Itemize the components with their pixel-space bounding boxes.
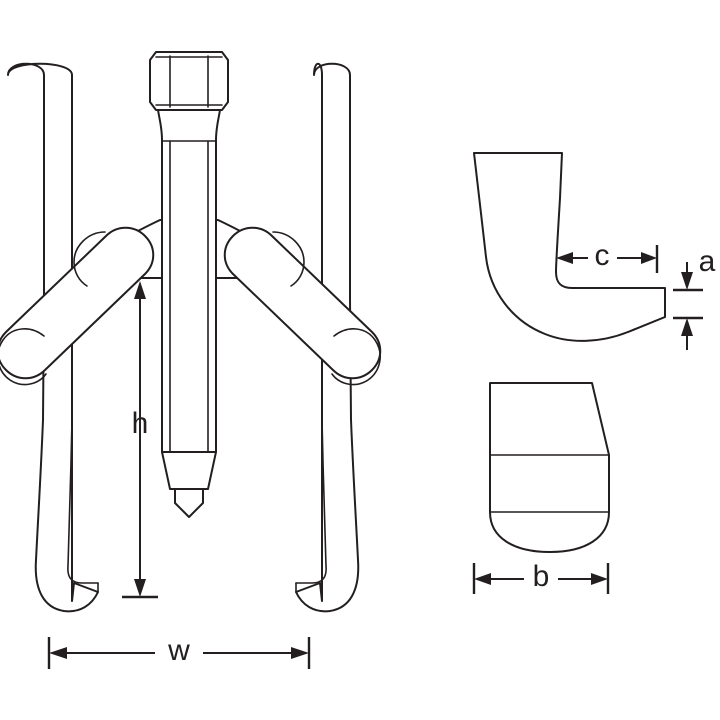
dimension-h-label: h [132, 407, 149, 440]
dimension-b-label: b [533, 560, 550, 593]
main-view-puller: h w [0, 51, 382, 669]
hook-detail-outline [473, 152, 666, 342]
puller-spindle-tip [174, 488, 204, 518]
dimension-w-label: w [167, 634, 190, 667]
jaw-detail-outline [489, 382, 610, 553]
puller-left-leg-hook-inner [67, 299, 99, 584]
puller-right-link-arm [223, 226, 382, 380]
dimension-b-arrow-left [474, 573, 491, 585]
hook-detail-inner-curve [627, 316, 666, 333]
dimension-a-label: a [699, 245, 716, 278]
puller-right-leg-hook-inner [295, 299, 327, 584]
dimension-h-arrow-down [134, 579, 146, 597]
dimension-h: h [122, 281, 158, 599]
right-link-arm-lower-eye [331, 328, 381, 386]
dimension-c-arrow-left [556, 252, 573, 264]
puller-left-link-arm [0, 226, 155, 380]
dimension-c-arrow-right [641, 252, 657, 264]
puller-spindle-foot [161, 451, 217, 490]
left-link-arm-lower-eye [0, 328, 47, 386]
dimension-w-arrow-left [49, 647, 67, 659]
left-link-arm-upper-eye [73, 231, 106, 287]
dimension-w-arrow-right [291, 647, 309, 659]
dimension-w: w [47, 634, 311, 669]
dimension-b-arrow-right [591, 573, 608, 585]
puller-hex-nut [149, 51, 229, 111]
puller-spindle-shaft [157, 109, 221, 453]
dimension-a-arrow-down [681, 272, 693, 290]
hook-detail-view: c a [473, 152, 716, 350]
dimension-a-arrow-up [681, 318, 693, 336]
dimension-c: c [556, 239, 659, 273]
right-link-arm-upper-eye [272, 231, 305, 287]
dimension-b: b [472, 560, 610, 594]
jaw-detail-view: b [472, 382, 610, 594]
dimension-h-arrow-up [134, 281, 146, 299]
dimension-c-label: c [595, 239, 610, 272]
dimension-a: a [673, 245, 716, 350]
